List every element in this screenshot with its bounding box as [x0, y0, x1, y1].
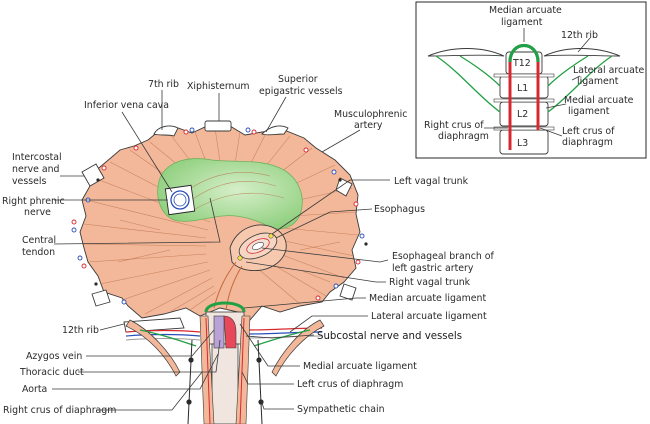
inset-label-right-crus-2: diaphragm — [438, 131, 489, 142]
label-twelfth-rib: 12th rib — [62, 325, 99, 336]
inset-label-medial-arcuate-1: Medial arcuate — [564, 95, 634, 106]
intercostal-vessel-dots — [71, 127, 368, 305]
inset-label-medial-arcuate-2: ligament — [568, 106, 610, 117]
label-superior-epigastric-1: Superior — [278, 74, 318, 85]
median-arcuate-ligament-shape — [204, 301, 246, 313]
label-xiphisternum: Xiphisternum — [187, 81, 250, 92]
label-central-tendon-1: Central — [22, 235, 56, 246]
label-right-phrenic-1: Right phrenic — [2, 196, 65, 207]
label-subcostal: Subcostal nerve and vessels — [317, 331, 462, 342]
label-intercostal-1: Intercostal — [12, 152, 62, 163]
inset-vertebra-l1: L1 — [517, 83, 528, 94]
inset-label-left-crus-2: diaphragm — [562, 137, 613, 148]
inset-vertebra-l3: L3 — [517, 138, 528, 149]
label-central-tendon-2: tendon — [22, 247, 55, 258]
label-inferior-vena-cava: Inferior vena cava — [84, 100, 169, 111]
subcostal-vessels — [125, 327, 323, 341]
label-superior-epigastric-2: epigastric vessels — [259, 86, 343, 97]
label-median-arcuate: Median arcuate ligament — [369, 293, 486, 304]
inset-vertebrae — [493, 51, 555, 155]
label-right-vagal-trunk: Right vagal trunk — [389, 277, 471, 288]
inset-label-twelfth-rib: 12th rib — [561, 30, 598, 41]
label-thoracic-duct: Thoracic duct — [19, 367, 84, 378]
inset-left-rib — [427, 48, 505, 57]
label-sympathetic-chain: Sympathetic chain — [297, 404, 385, 415]
vertebral-column — [199, 301, 251, 424]
inset-panel: T12 L1 L2 L3 Median arcuate ligament 12t… — [415, 1, 647, 159]
label-left-crus: Left crus of diaphragm — [297, 379, 403, 390]
inferior-vena-cava-opening — [164, 184, 196, 216]
inset-vertebra-t12: T12 — [512, 58, 531, 69]
label-aorta: Aorta — [22, 384, 47, 395]
label-intercostal-3: vessels — [12, 176, 46, 187]
label-seventh-rib: 7th rib — [148, 79, 179, 90]
label-musculophrenic-2: artery — [354, 120, 383, 131]
inset-label-median-arcuate-2: ligament — [501, 17, 543, 28]
inset-label-left-crus-1: Left crus of — [562, 126, 615, 137]
inset-label-right-crus-1: Right crus of — [424, 120, 484, 131]
sympathetic-chain — [186, 339, 264, 424]
inset-label-median-arcuate-1: Median arcuate — [489, 5, 562, 16]
inset-arcuate-left-side — [547, 55, 613, 113]
inset-vertebra-l2: L2 — [517, 109, 528, 120]
label-esophagus: Esophagus — [374, 204, 425, 215]
inset-median-arcuate — [508, 44, 540, 63]
label-medial-arcuate: Medial arcuate ligament — [303, 361, 417, 372]
label-esophageal-branch-1: Esophageal branch of — [392, 251, 495, 262]
seventh-rib-shape — [153, 125, 179, 137]
label-azygos-vein: Azygos vein — [26, 351, 82, 362]
leader-lines — [52, 90, 390, 411]
label-lateral-arcuate: Lateral arcuate ligament — [371, 311, 487, 322]
xiphisternum-shape — [204, 120, 232, 132]
inset-arcuate-right-side — [435, 55, 501, 113]
labels: 7th rib Xiphisternum Superior epigastric… — [2, 74, 495, 416]
esophageal-hiatus — [213, 224, 287, 311]
label-esophageal-branch-2: left gastric artery — [392, 263, 474, 274]
label-right-phrenic-2: nerve — [24, 207, 51, 218]
inset-label-lateral-arcuate-1: Lateral arcuate — [573, 65, 645, 76]
inset-label-lateral-arcuate-2: ligament — [577, 76, 619, 87]
inset-right-rib — [543, 48, 621, 57]
diaphragm-illustration — [71, 120, 368, 424]
label-intercostal-2: nerve and — [12, 164, 60, 175]
label-musculophrenic-1: Musculophrenic — [334, 109, 407, 120]
label-left-vagal-trunk: Left vagal trunk — [394, 176, 469, 187]
label-right-crus: Right crus of diaphragm — [3, 405, 116, 416]
